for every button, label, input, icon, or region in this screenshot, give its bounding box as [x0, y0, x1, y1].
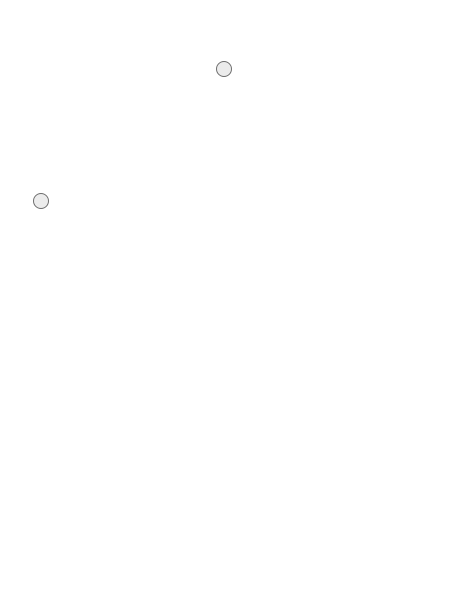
circle-handle-1[interactable]	[216, 61, 232, 77]
circle-handle-2[interactable]	[33, 193, 49, 209]
